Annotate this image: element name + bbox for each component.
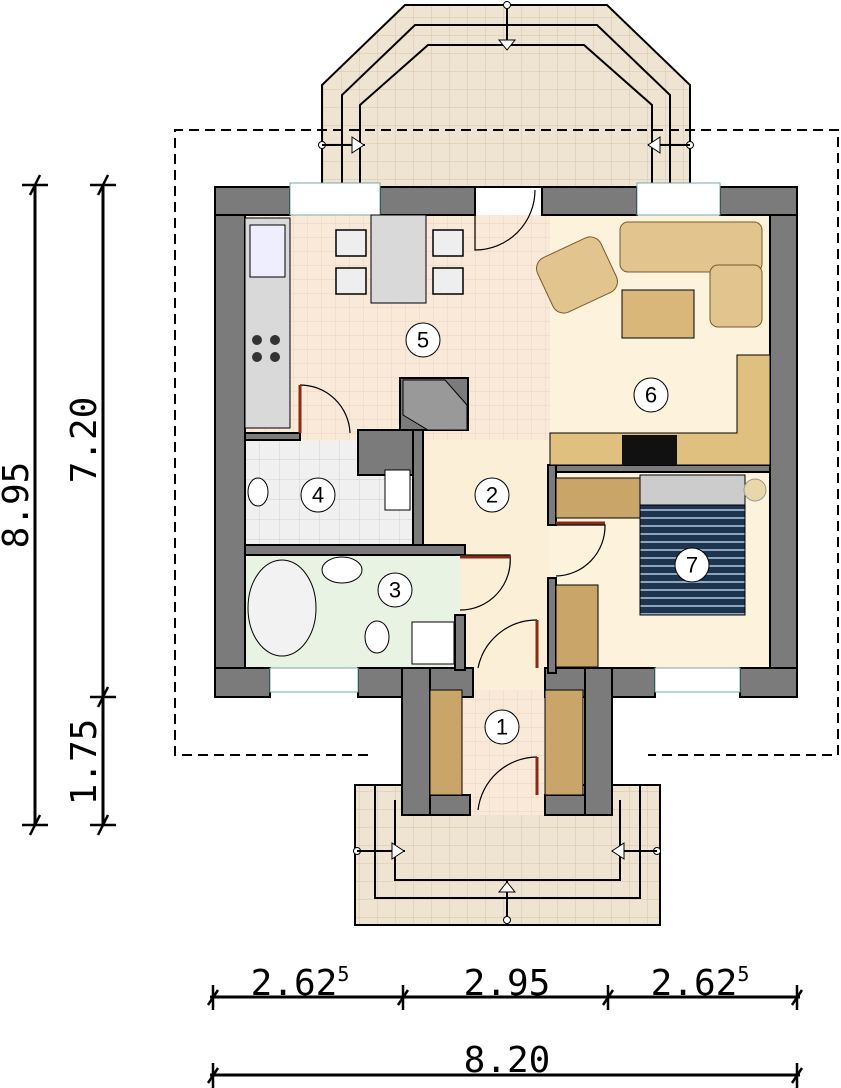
dimension-horizontal-left: 2.625	[251, 962, 350, 1004]
roof-outline	[174, 129, 839, 756]
kitchen-counter	[244, 217, 291, 429]
dimension-vertical-total: 8.95	[0, 462, 37, 549]
dimension-vertical-entry: 1.75	[64, 719, 105, 806]
dining-table	[335, 214, 464, 304]
dimension-superscript: 5	[737, 962, 749, 986]
bed	[639, 474, 746, 616]
room-5-label: 5	[417, 328, 429, 353]
dimension-value: 2.62	[251, 963, 338, 1004]
door-leaves	[298, 385, 605, 795]
arrow-icon	[497, 39, 517, 51]
washbasin-icon	[247, 477, 269, 507]
room-6-label: 6	[645, 383, 657, 408]
bathtub-icon	[247, 559, 317, 657]
room-7-label: 7	[686, 553, 698, 578]
dimension-vertical-main: 7.20	[64, 397, 105, 484]
washing-machine-icon	[411, 621, 455, 665]
fireplace	[402, 379, 468, 431]
room-4-label: 4	[312, 483, 324, 508]
wardrobe	[544, 689, 584, 796]
dimension-horizontal-middle: 2.95	[464, 963, 551, 1004]
toilet-icon	[364, 620, 390, 654]
dimension-horizontal-right: 2.625	[651, 962, 750, 1004]
stove-icon	[252, 335, 280, 362]
room-3-label: 3	[389, 578, 401, 603]
tv-cabinet	[549, 354, 771, 466]
tv-icon	[622, 435, 677, 465]
horizontal-dimensions: 2.625 2.95 2.625 8.20	[206, 962, 804, 1088]
sofa	[536, 221, 763, 328]
dimension-superscript: 5	[337, 962, 349, 986]
desk	[555, 584, 599, 668]
vertical-dimensions: 8.95 7.20 1.75	[0, 174, 116, 836]
dimension-horizontal-total: 8.20	[464, 1040, 551, 1081]
toilet-icon	[384, 469, 411, 511]
washbasin-icon	[321, 556, 363, 584]
room-2-label: 2	[486, 483, 498, 508]
plant-icon	[743, 478, 767, 502]
wardrobe	[429, 689, 463, 796]
sink-icon	[249, 224, 286, 278]
dimension-value: 2.62	[651, 963, 738, 1004]
room-1-label: 1	[496, 715, 508, 740]
coffee-table	[621, 289, 695, 339]
windows	[269, 182, 741, 693]
room-labels: 1 2 3 4 5 6 7	[300, 322, 710, 745]
wardrobe	[555, 477, 641, 519]
top-terrace	[318, 1, 694, 188]
